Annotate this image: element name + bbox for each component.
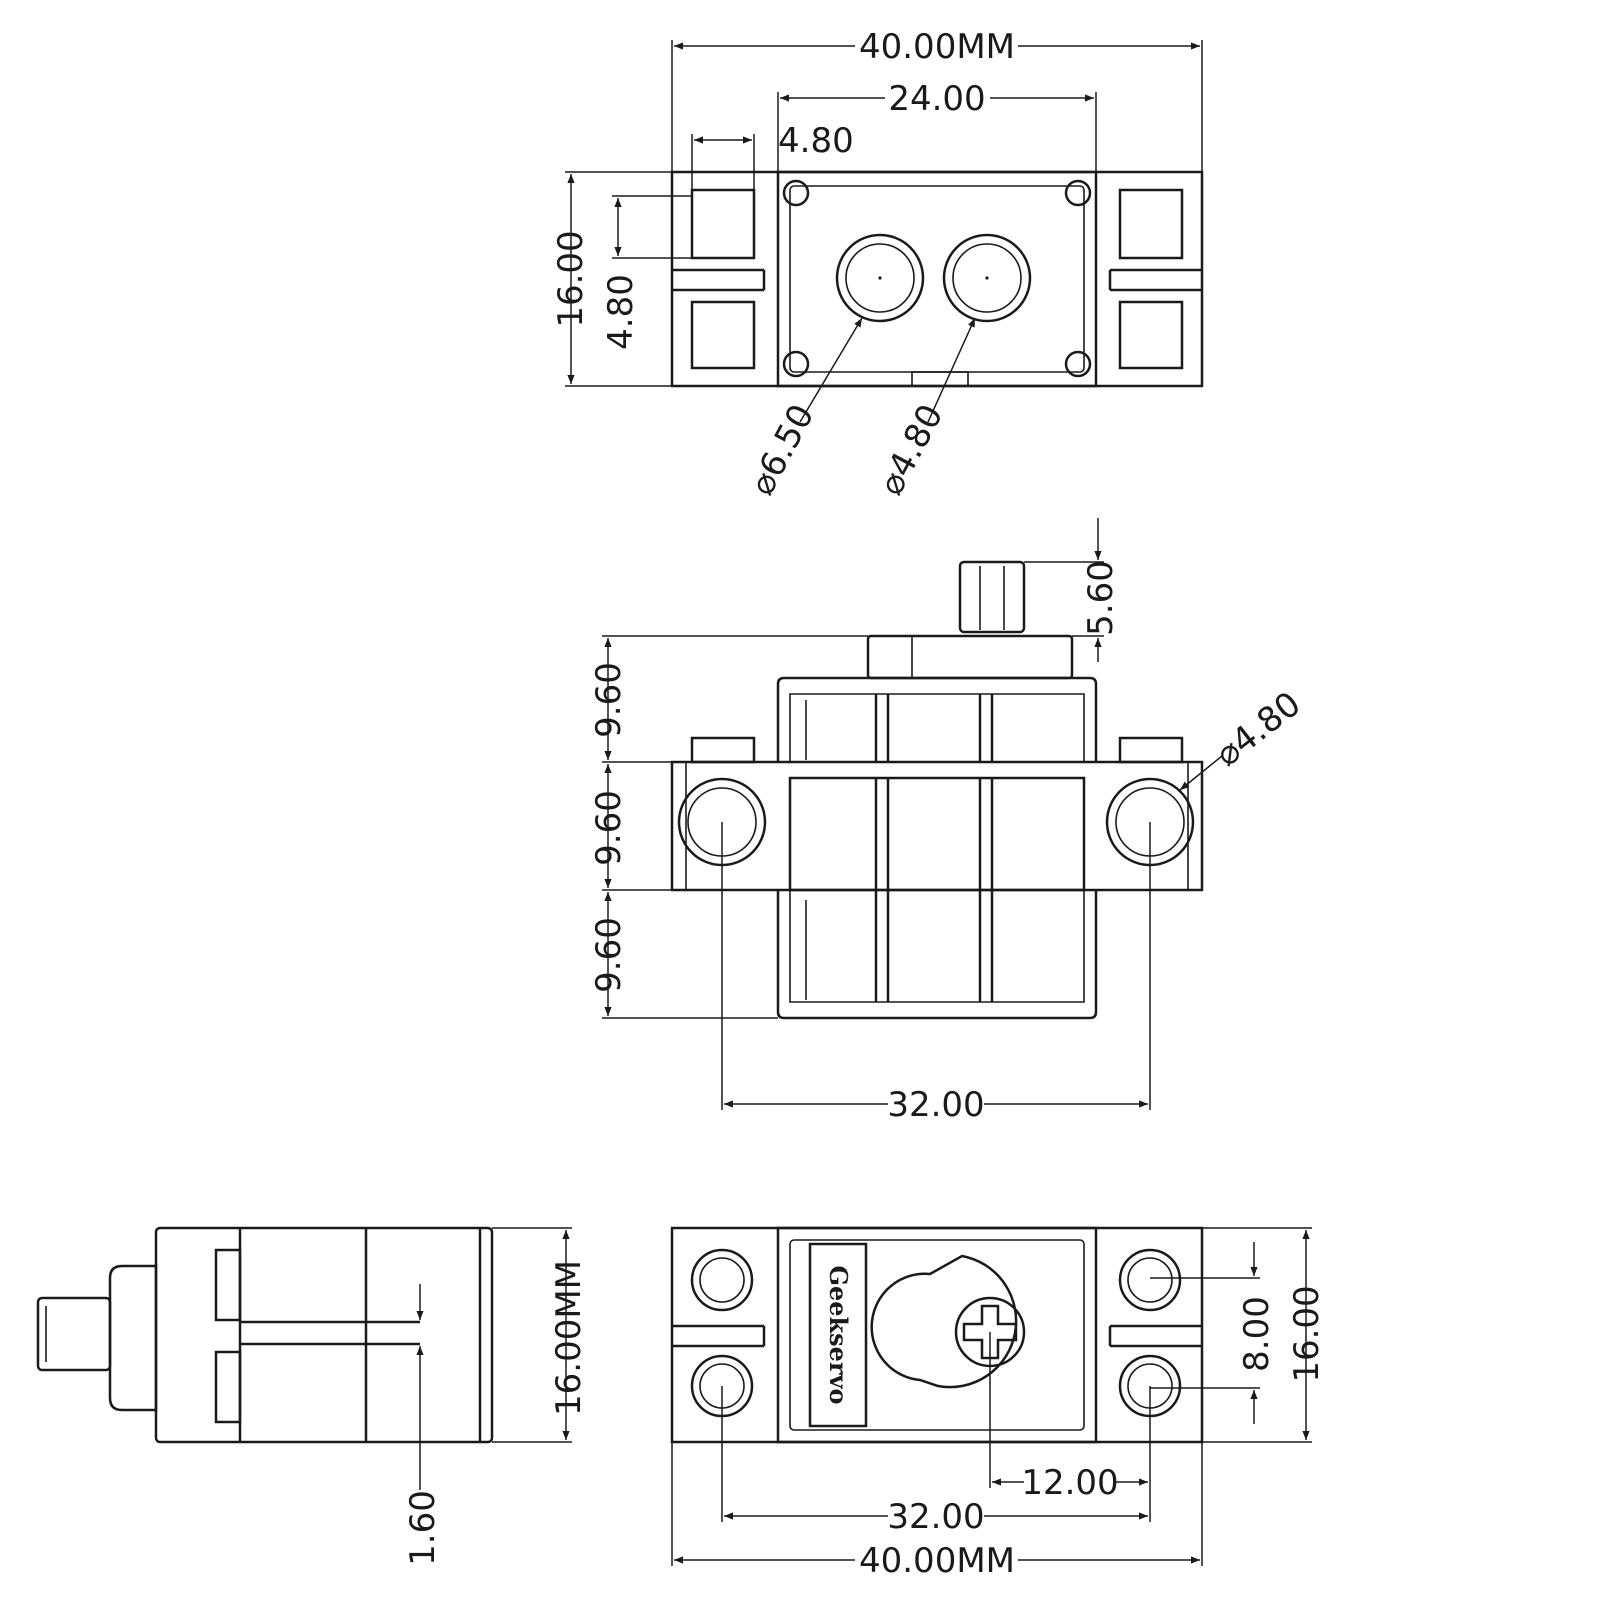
top-square-width-dim: 4.80 bbox=[778, 121, 854, 161]
top-view-center-frame bbox=[776, 170, 1098, 388]
front-upper-section-dim: 9.60 bbox=[589, 662, 629, 738]
top-height-dim: 16.00 bbox=[551, 230, 591, 327]
top-view-body bbox=[670, 170, 1204, 388]
bottom-height-dim: 16.00 bbox=[1287, 1285, 1327, 1382]
front-plate bbox=[670, 760, 1204, 892]
side-shaft bbox=[36, 1296, 112, 1372]
side-height-dim: 16.00MM bbox=[549, 1260, 589, 1416]
bottom-hole-spacing-dim: 32.00 bbox=[887, 1497, 984, 1537]
top-view: 40.00MM 24.00 4.80 16.00 4.80 ⌀6.50 ⌀4.8… bbox=[551, 27, 1204, 502]
front-lower-section-dim: 9.60 bbox=[589, 917, 629, 993]
bottom-body bbox=[670, 1226, 1204, 1444]
front-shaft bbox=[958, 560, 1026, 634]
top-square bbox=[690, 188, 756, 260]
top-inner-width-dim: 24.00 bbox=[888, 79, 985, 119]
side-view: 1.60 16.00MM bbox=[36, 1226, 589, 1566]
front-mount-hole-dim: ⌀4.80 bbox=[1208, 684, 1308, 775]
bottom-hole-vertical-dim: 8.00 bbox=[1237, 1296, 1277, 1372]
top-square-height-dim: 4.80 bbox=[601, 274, 641, 350]
side-slot-gap-dim: 1.60 bbox=[403, 1490, 443, 1566]
front-hole-spacing-dim: 32.00 bbox=[887, 1085, 984, 1125]
brand-label bbox=[808, 1242, 868, 1428]
front-middle-section-dim: 9.60 bbox=[589, 790, 629, 866]
front-shaft-height-dim: 5.60 bbox=[1081, 560, 1121, 636]
top-hole-large bbox=[835, 233, 925, 323]
top-hole-small bbox=[942, 233, 1032, 323]
brand-text: Geekservo bbox=[824, 1265, 853, 1404]
bottom-width-dim: 40.00MM bbox=[859, 1541, 1015, 1581]
bottom-view: Geekservo 8.00 16.00 12.00 32.00 40 bbox=[670, 1226, 1327, 1581]
top-small-hole-dim: ⌀4.80 bbox=[871, 398, 951, 502]
servo-horn bbox=[870, 1254, 1018, 1389]
bottom-shaft-offset-dim: 12.00 bbox=[1021, 1463, 1118, 1503]
side-body bbox=[154, 1226, 494, 1444]
top-large-hole-dim: ⌀6.50 bbox=[742, 398, 822, 502]
front-view: 5.60 9.60 9.60 9.60 ⌀4.80 32.00 bbox=[589, 518, 1308, 1125]
top-width-dim: 40.00MM bbox=[859, 27, 1015, 67]
